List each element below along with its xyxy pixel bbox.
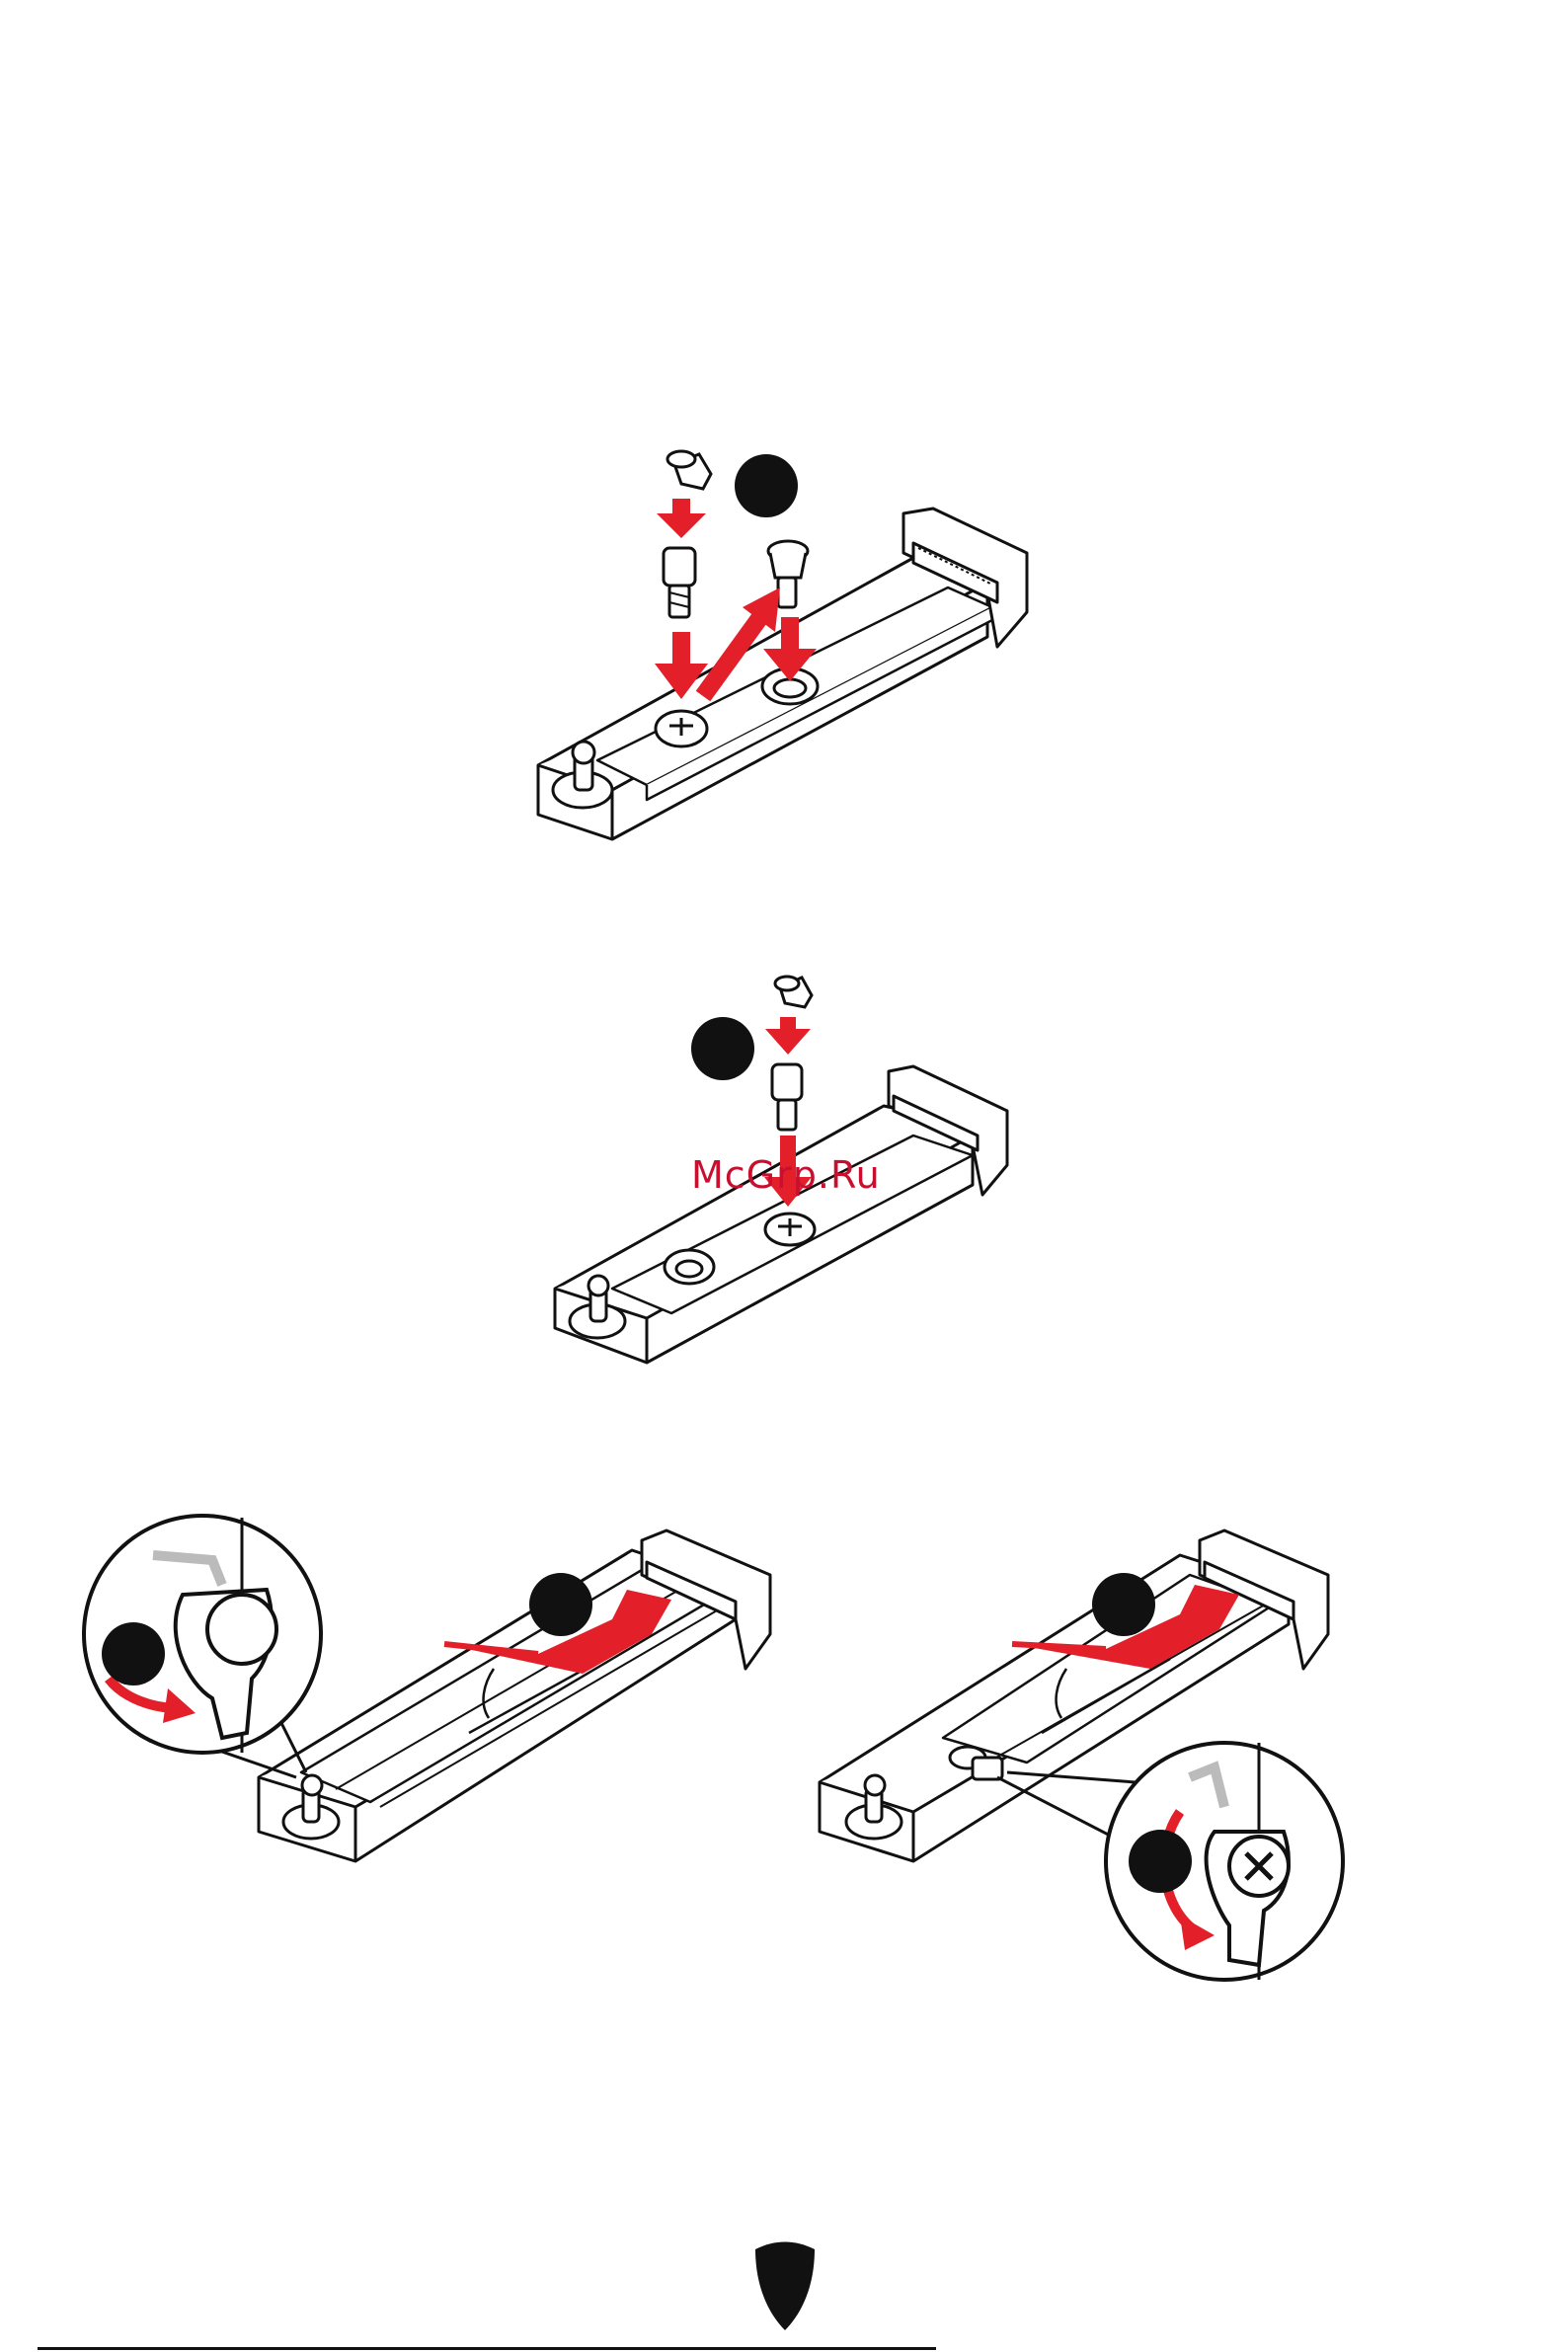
mount-hole-2b — [765, 1214, 815, 1245]
standoff-2 — [772, 1064, 802, 1130]
clip-screw-2 — [775, 977, 812, 1007]
mount-hole-1a — [656, 711, 707, 746]
clip-screw-1 — [667, 451, 711, 489]
step-badge-3b — [102, 1622, 165, 1686]
step-badge-4a — [1092, 1573, 1155, 1636]
latch-zoom-callout-left — [84, 1516, 321, 1777]
step-badge-4b — [1129, 1830, 1192, 1893]
msi-shield-icon — [755, 2242, 815, 2331]
step-badge-1 — [735, 454, 798, 517]
bottom-rule — [38, 2347, 936, 2350]
step-badge-2 — [691, 1017, 754, 1080]
screw-zoom-callout-right — [997, 1743, 1343, 1980]
step-3-right-insert-ssd — [820, 1530, 1343, 1980]
step-3-left-insert-ssd — [84, 1516, 770, 1861]
watermark-text: McGrp.Ru — [691, 1153, 881, 1197]
mount-hole-2a — [665, 1250, 714, 1284]
standoff-1 — [664, 548, 695, 617]
step-1-remove-standoff — [538, 451, 1027, 839]
step-badge-3a — [529, 1573, 592, 1636]
